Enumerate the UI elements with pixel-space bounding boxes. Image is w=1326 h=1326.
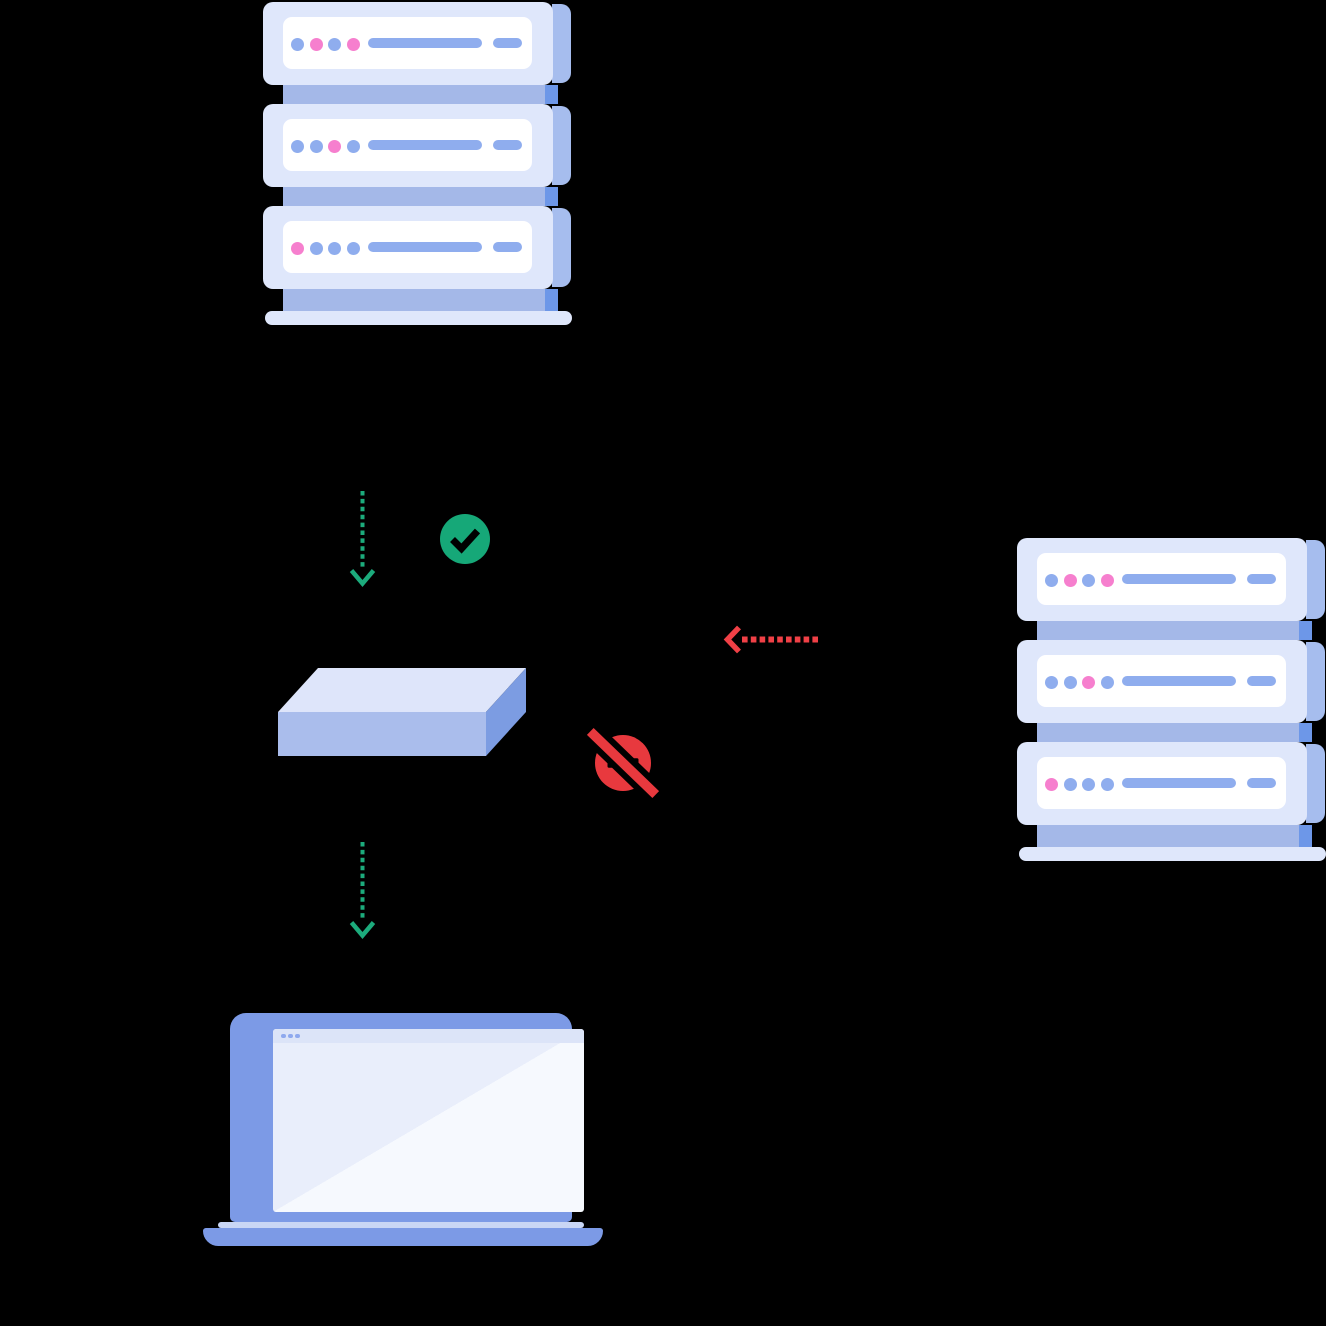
rack-connector-notch xyxy=(1299,723,1312,742)
server-unit-side-shadow xyxy=(1306,744,1325,823)
rack-connector-notch xyxy=(545,85,558,104)
server-unit-panel xyxy=(1037,553,1286,605)
blue-led-dot xyxy=(1063,777,1077,791)
rack-pedestal xyxy=(283,289,558,311)
rack-base xyxy=(265,311,572,325)
server-unit xyxy=(1017,538,1325,621)
server-unit xyxy=(263,104,571,187)
server-unit-side-shadow xyxy=(552,208,571,287)
status-led-row xyxy=(1045,675,1114,689)
drive-slot-bar xyxy=(368,38,482,48)
drive-slot-bar-short xyxy=(493,140,522,150)
server-unit-side-shadow xyxy=(1306,540,1325,619)
server-unit-panel xyxy=(283,17,532,69)
blue-led-dot xyxy=(309,241,323,255)
status-led-row xyxy=(1045,777,1114,791)
status-led-row xyxy=(291,139,360,153)
blocked-slash-circle-icon xyxy=(580,721,666,805)
server-unit-side-shadow xyxy=(552,4,571,83)
firewall-appliance-box xyxy=(278,668,526,756)
blue-led-dot xyxy=(291,37,304,51)
rack-connector-band xyxy=(283,85,558,104)
blue-led-dot xyxy=(328,37,341,51)
rack-connector-band xyxy=(1037,723,1312,742)
laptop xyxy=(203,1013,603,1246)
browser-toolbar xyxy=(273,1029,584,1043)
blue-led-dot xyxy=(1100,675,1114,689)
blue-led-dot xyxy=(328,241,341,255)
blue-led-dot xyxy=(1045,675,1058,689)
blue-led-dot xyxy=(1082,573,1095,587)
rack-connector-notch xyxy=(1299,621,1312,640)
drive-slot-bar-short xyxy=(1247,778,1276,788)
laptop-base xyxy=(203,1228,603,1246)
server-unit-side-shadow xyxy=(552,106,571,185)
blue-led-dot xyxy=(291,139,304,153)
window-dot-icon xyxy=(295,1033,300,1039)
pink-led-dot xyxy=(328,139,341,153)
status-led-row xyxy=(291,37,360,51)
pink-led-dot xyxy=(291,241,304,255)
window-dot-icon xyxy=(281,1033,286,1039)
drive-slot-bar xyxy=(1122,676,1236,686)
pink-led-dot xyxy=(1063,573,1077,587)
check-circle-icon xyxy=(440,514,490,564)
server-unit-panel xyxy=(283,119,532,171)
drive-slot-bar xyxy=(368,242,482,252)
laptop-screen xyxy=(273,1029,584,1212)
server-unit-panel xyxy=(283,221,532,273)
blue-led-dot xyxy=(346,139,360,153)
pink-led-dot xyxy=(1045,777,1058,791)
blue-led-dot xyxy=(1063,675,1077,689)
rack-base xyxy=(1019,847,1326,861)
status-led-row xyxy=(291,241,360,255)
server-unit xyxy=(263,2,571,85)
drive-slot-bar-short xyxy=(1247,676,1276,686)
blue-led-dot xyxy=(1082,777,1095,791)
blocked-flow-arrow-left xyxy=(723,625,821,654)
blue-led-dot xyxy=(309,139,323,153)
rack-connector-band xyxy=(1037,621,1312,640)
server-unit-side-shadow xyxy=(1306,642,1325,721)
blue-led-dot xyxy=(1045,573,1058,587)
server-stack-right xyxy=(1017,538,1326,861)
drive-slot-bar-short xyxy=(493,38,522,48)
server-unit-panel xyxy=(1037,655,1286,707)
pink-led-dot xyxy=(1100,573,1114,587)
blue-led-dot xyxy=(346,241,360,255)
drive-slot-bar xyxy=(1122,574,1236,584)
drive-slot-bar-short xyxy=(1247,574,1276,584)
rack-pedestal xyxy=(1037,825,1312,847)
rack-connector-notch xyxy=(545,187,558,206)
drive-slot-bar xyxy=(368,140,482,150)
server-unit xyxy=(1017,742,1325,825)
laptop-deck xyxy=(218,1222,584,1228)
pink-led-dot xyxy=(346,37,360,51)
allowed-flow-arrow-down xyxy=(349,491,376,587)
allowed-flow-arrow-down-2 xyxy=(349,842,376,939)
laptop-frame xyxy=(230,1013,584,1222)
server-stack-left xyxy=(263,2,572,325)
drive-slot-bar-short xyxy=(493,242,522,252)
pink-led-dot xyxy=(309,37,323,51)
status-led-row xyxy=(1045,573,1114,587)
rack-connector-notch xyxy=(545,289,558,311)
server-unit xyxy=(1017,640,1325,723)
server-unit xyxy=(263,206,571,289)
blue-led-dot xyxy=(1100,777,1114,791)
drive-slot-bar xyxy=(1122,778,1236,788)
rack-connector-band xyxy=(283,187,558,206)
server-unit-panel xyxy=(1037,757,1286,809)
pink-led-dot xyxy=(1082,675,1095,689)
window-dot-icon xyxy=(288,1033,293,1039)
rack-connector-notch xyxy=(1299,825,1312,847)
